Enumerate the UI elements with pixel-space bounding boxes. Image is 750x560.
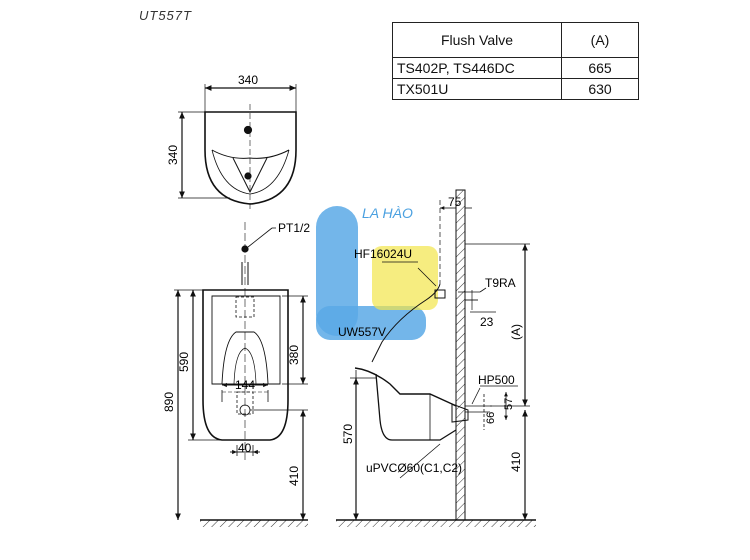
front-outlet-height-label: 410 [287, 466, 301, 486]
body-height-label: 590 [177, 352, 191, 372]
top-depth-label: 340 [166, 145, 180, 165]
inner-height-label: 380 [287, 345, 301, 365]
valve-model-label: HF16024U [354, 247, 412, 261]
urinal-model-label: UW557V [338, 325, 386, 339]
side-outlet-height-label: 410 [509, 452, 523, 472]
floor-hatch-side [336, 520, 536, 527]
top-view [178, 84, 297, 210]
spud-size-label: 23 [480, 315, 494, 329]
spud-offset-label: 75 [448, 195, 462, 209]
valve-height-label: (A) [509, 324, 523, 340]
header-a: (A) [561, 22, 639, 58]
outlet-spacing-label: 144 [235, 378, 255, 392]
model-title: UT557T [139, 8, 192, 23]
table-row: TX501U 630 [392, 78, 639, 100]
row-0-valve: TS402P, TS446DC [392, 57, 562, 79]
side-view [350, 189, 530, 521]
row-1-valve: TX501U [392, 78, 562, 100]
inlet-label: PT1/2 [278, 221, 310, 235]
row-1-a: 630 [561, 78, 639, 100]
watermark-text: LA HÀO [362, 205, 413, 221]
front-view [174, 222, 308, 520]
trap-model-label: HP500 [478, 373, 515, 387]
rim-height-label: 570 [341, 424, 355, 444]
watermark-logo: LA HÀO [316, 205, 438, 340]
total-height-label: 890 [162, 392, 176, 412]
fitting-label: T9RA [485, 276, 516, 290]
table-row: TS402P, TS446DC 665 [392, 57, 639, 79]
drain-label: uPVCØ60(C1,C2) [366, 461, 462, 475]
flush-valve-table: Flush Valve (A) TS402P, TS446DC 665 TX50… [392, 22, 639, 100]
trap-dim1-label: 57 [503, 398, 515, 410]
trap-dim2-label: 66 [485, 412, 497, 424]
top-width-label: 340 [238, 73, 258, 87]
outlet-width-label: 40 [238, 441, 252, 455]
table-header-row: Flush Valve (A) [392, 22, 639, 58]
floor-hatch-front [200, 520, 308, 527]
header-flush-valve: Flush Valve [392, 22, 562, 58]
